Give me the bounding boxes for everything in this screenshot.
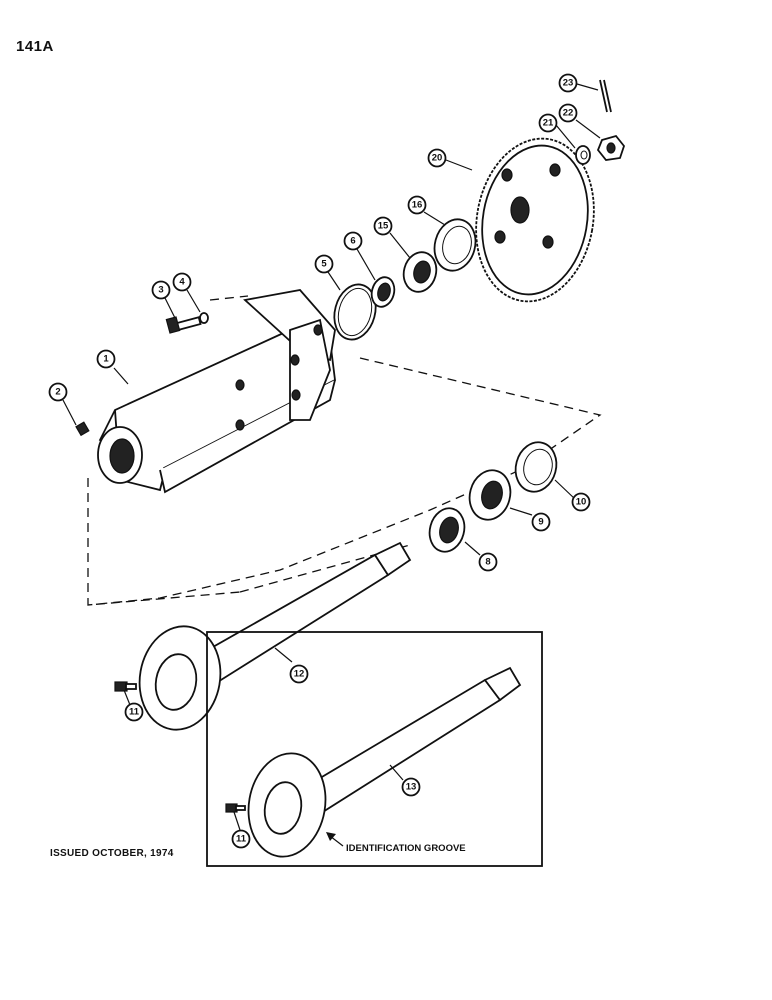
wheel-bolt-inset [225,803,246,813]
callout-4: 4 [172,272,192,292]
lock-washer [199,312,209,324]
callout-2: 2 [48,382,68,402]
svg-text:8: 8 [485,557,490,568]
alignment-dash-lower [87,357,602,606]
inset-frame [206,631,543,867]
washer [575,145,591,165]
issue-date: ISSUED OCTOBER, 1974 [50,848,174,859]
o-ring [333,283,377,341]
svg-text:2: 2 [55,387,60,398]
identification-arrowhead [326,832,336,841]
callout-23: 23 [558,73,578,93]
castle-nut [596,134,626,161]
cotter-pin [599,79,612,113]
bolt [165,316,202,334]
svg-text:21: 21 [543,118,554,129]
svg-text:10: 10 [576,497,587,508]
svg-text:13: 13 [406,782,417,793]
callout-11-upper: 11 [124,702,144,722]
callout-11-inset: 11 [231,829,251,849]
svg-text:22: 22 [563,108,574,119]
identification-label: IDENTIFICATION GROOVE [346,843,466,854]
svg-text:11: 11 [129,707,140,718]
page-number: 141A [16,38,54,55]
svg-text:5: 5 [321,259,327,270]
callout-13: 13 [401,777,421,797]
callout-12: 12 [289,664,309,684]
callout-6: 6 [343,231,363,251]
axle-shaft-inset [247,666,522,858]
svg-text:11: 11 [236,834,247,845]
bearing-cone-upper [402,251,438,293]
bearing-cone-lower [468,469,512,521]
callout-3: 3 [151,280,171,300]
svg-text:1: 1 [103,354,109,365]
svg-text:12: 12 [294,669,305,680]
plug [75,421,90,437]
svg-text:20: 20 [432,153,443,164]
callout-8: 8 [478,552,498,572]
callout-15: 15 [373,216,393,236]
leader-lines [62,83,601,831]
alignment-dash-upper [209,295,249,301]
bearing-cup-lower [514,441,558,493]
callout-10: 10 [571,492,591,512]
callout-9: 9 [531,512,551,532]
callout-1: 1 [96,349,116,369]
svg-text:23: 23 [563,78,574,89]
bull-gear [475,137,595,303]
callout-16: 16 [407,195,427,215]
seal-lower [428,507,466,553]
svg-text:6: 6 [350,236,355,247]
callout-5: 5 [314,254,334,274]
axle-shaft-upper [138,541,412,731]
callout-22: 22 [558,103,578,123]
bearing-cup-upper [433,218,477,272]
svg-text:16: 16 [412,200,423,211]
svg-text:9: 9 [538,517,543,528]
svg-text:3: 3 [158,285,163,296]
svg-text:15: 15 [378,221,389,232]
svg-text:4: 4 [179,277,185,288]
seal [370,276,396,308]
wheel-bolt-upper [114,681,137,692]
callout-21: 21 [538,113,558,133]
axle-housing [97,289,336,494]
callout-20: 20 [427,148,447,168]
